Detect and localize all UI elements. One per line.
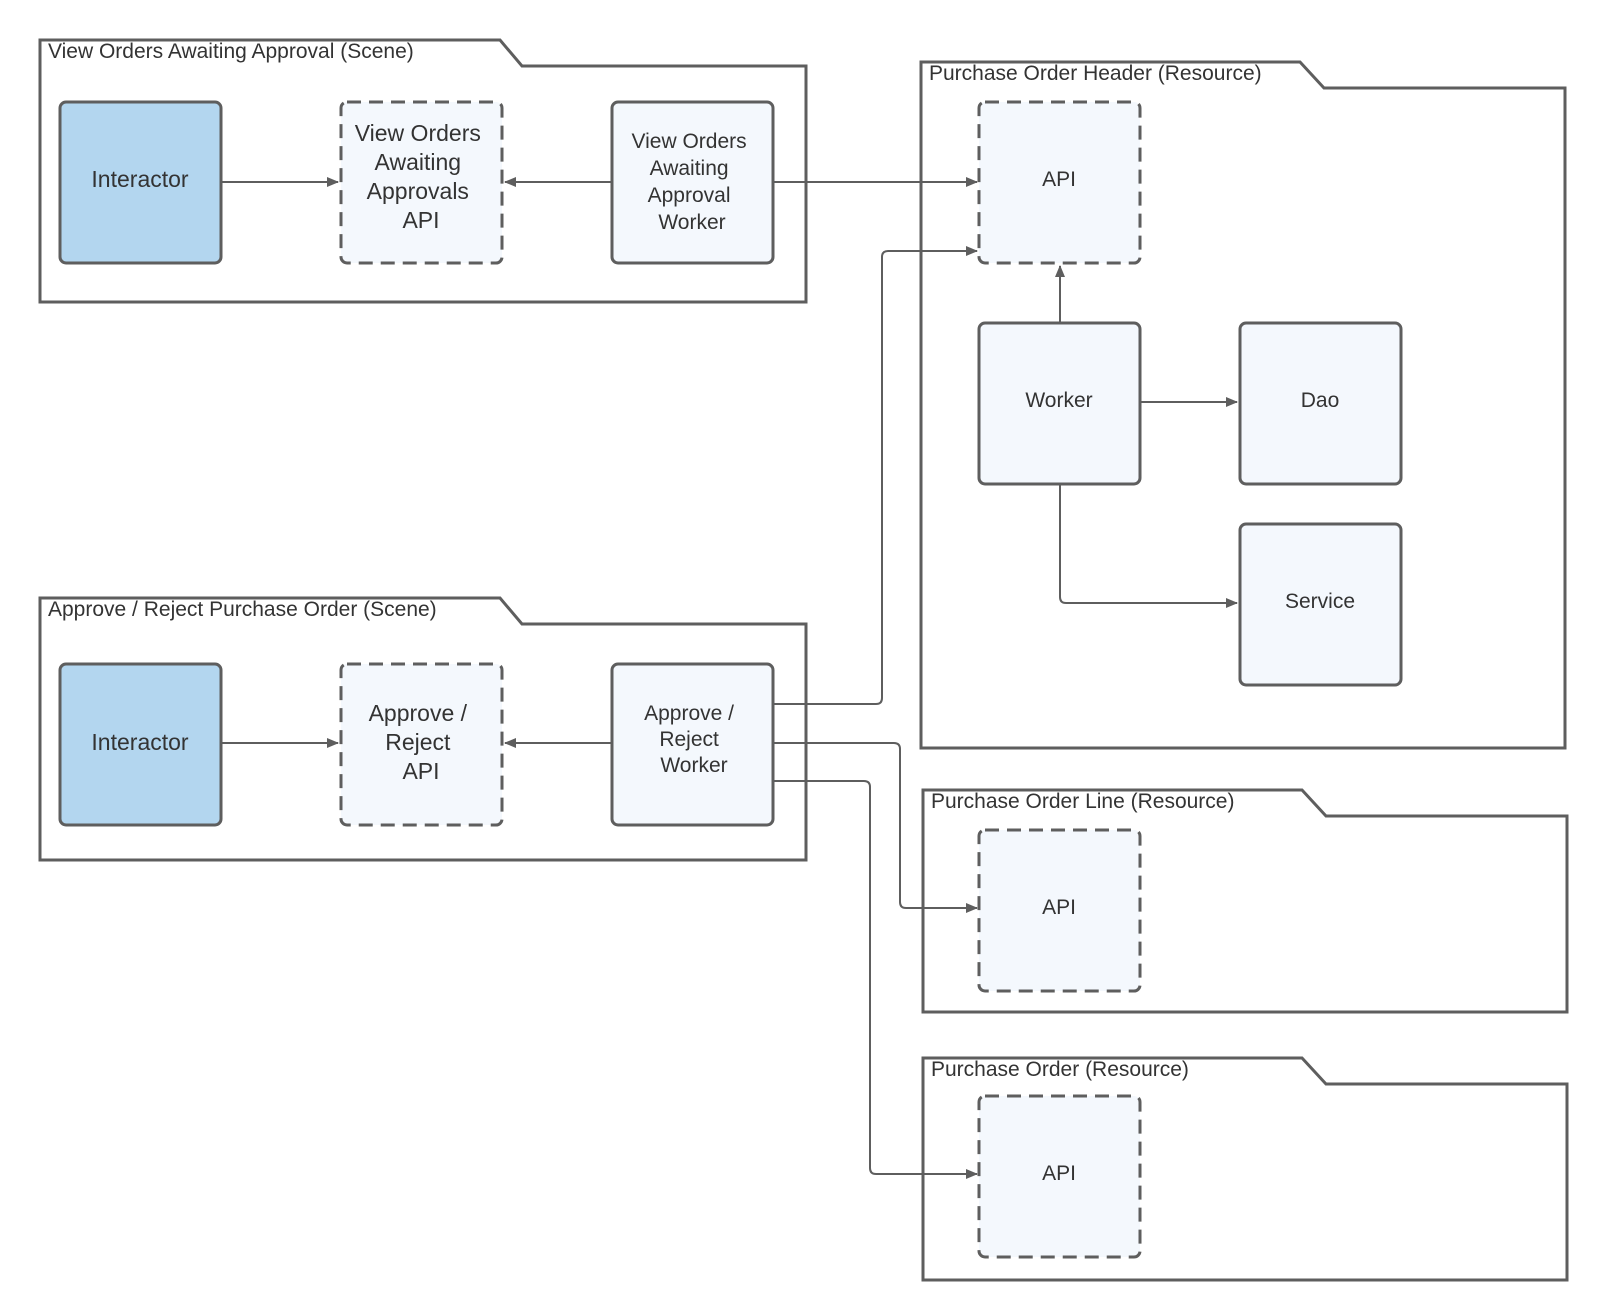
node-label: API xyxy=(1042,1162,1076,1185)
node-label: Dao xyxy=(1301,389,1340,412)
node-label: Approve / Reject Worker xyxy=(644,702,740,777)
node-po-header-dao: Dao xyxy=(1238,321,1403,486)
node-label: View Orders Awaiting Approval Worker xyxy=(632,130,753,234)
node-po-header-api: API xyxy=(977,100,1142,265)
node-shape xyxy=(58,662,223,827)
node-shape xyxy=(339,662,504,827)
node-label: View Orders Awaiting Approvals API xyxy=(355,120,488,233)
node-po-header-service: Service xyxy=(1238,522,1403,687)
package-title: Purchase Order (Resource) xyxy=(931,1058,1189,1081)
edge-approve-worker-to-po-api xyxy=(773,780,978,1179)
node-shape xyxy=(977,1094,1142,1259)
node-shape xyxy=(977,321,1142,486)
node-view-orders-worker: View Orders Awaiting Approval Worker xyxy=(610,100,775,265)
edges xyxy=(221,177,1238,1179)
node-approve-interactor: Interactor xyxy=(58,662,223,827)
package-title: Purchase Order Line (Resource) xyxy=(931,790,1234,813)
edge-worker-to-service xyxy=(1059,484,1238,608)
node-shape xyxy=(1238,522,1403,687)
node-label: Interactor xyxy=(91,166,188,192)
package-title: Approve / Reject Purchase Order (Scene) xyxy=(48,598,437,621)
node-approve-reject-worker: Approve / Reject Worker xyxy=(610,662,775,827)
node-po-api: API xyxy=(977,1094,1142,1259)
node-shape xyxy=(58,100,223,265)
node-label: Worker xyxy=(1025,389,1092,412)
edge-approve-worker-to-header-api xyxy=(773,246,978,705)
node-view-orders-api: View Orders Awaiting Approvals API xyxy=(339,100,504,265)
node-shape xyxy=(610,662,775,827)
node-approve-reject-api: Approve / Reject API xyxy=(339,662,504,827)
edge-approve-worker-to-line-api xyxy=(773,742,978,913)
node-shape xyxy=(339,100,504,265)
package-title: Purchase Order Header (Resource) xyxy=(929,62,1262,85)
node-po-header-worker: Worker xyxy=(977,321,1142,486)
package-title: View Orders Awaiting Approval (Scene) xyxy=(48,40,414,63)
node-shape xyxy=(977,100,1142,265)
node-label: Approve / Reject API xyxy=(369,700,474,784)
node-label: API xyxy=(1042,896,1076,919)
node-po-line-api: API xyxy=(977,828,1142,993)
node-label: Interactor xyxy=(91,729,188,755)
node-label: API xyxy=(1042,168,1076,191)
node-label: Service xyxy=(1285,590,1355,613)
node-shape xyxy=(610,100,775,265)
node-shape xyxy=(1238,321,1403,486)
node-view-interactor: Interactor xyxy=(58,100,223,265)
node-shape xyxy=(977,828,1142,993)
